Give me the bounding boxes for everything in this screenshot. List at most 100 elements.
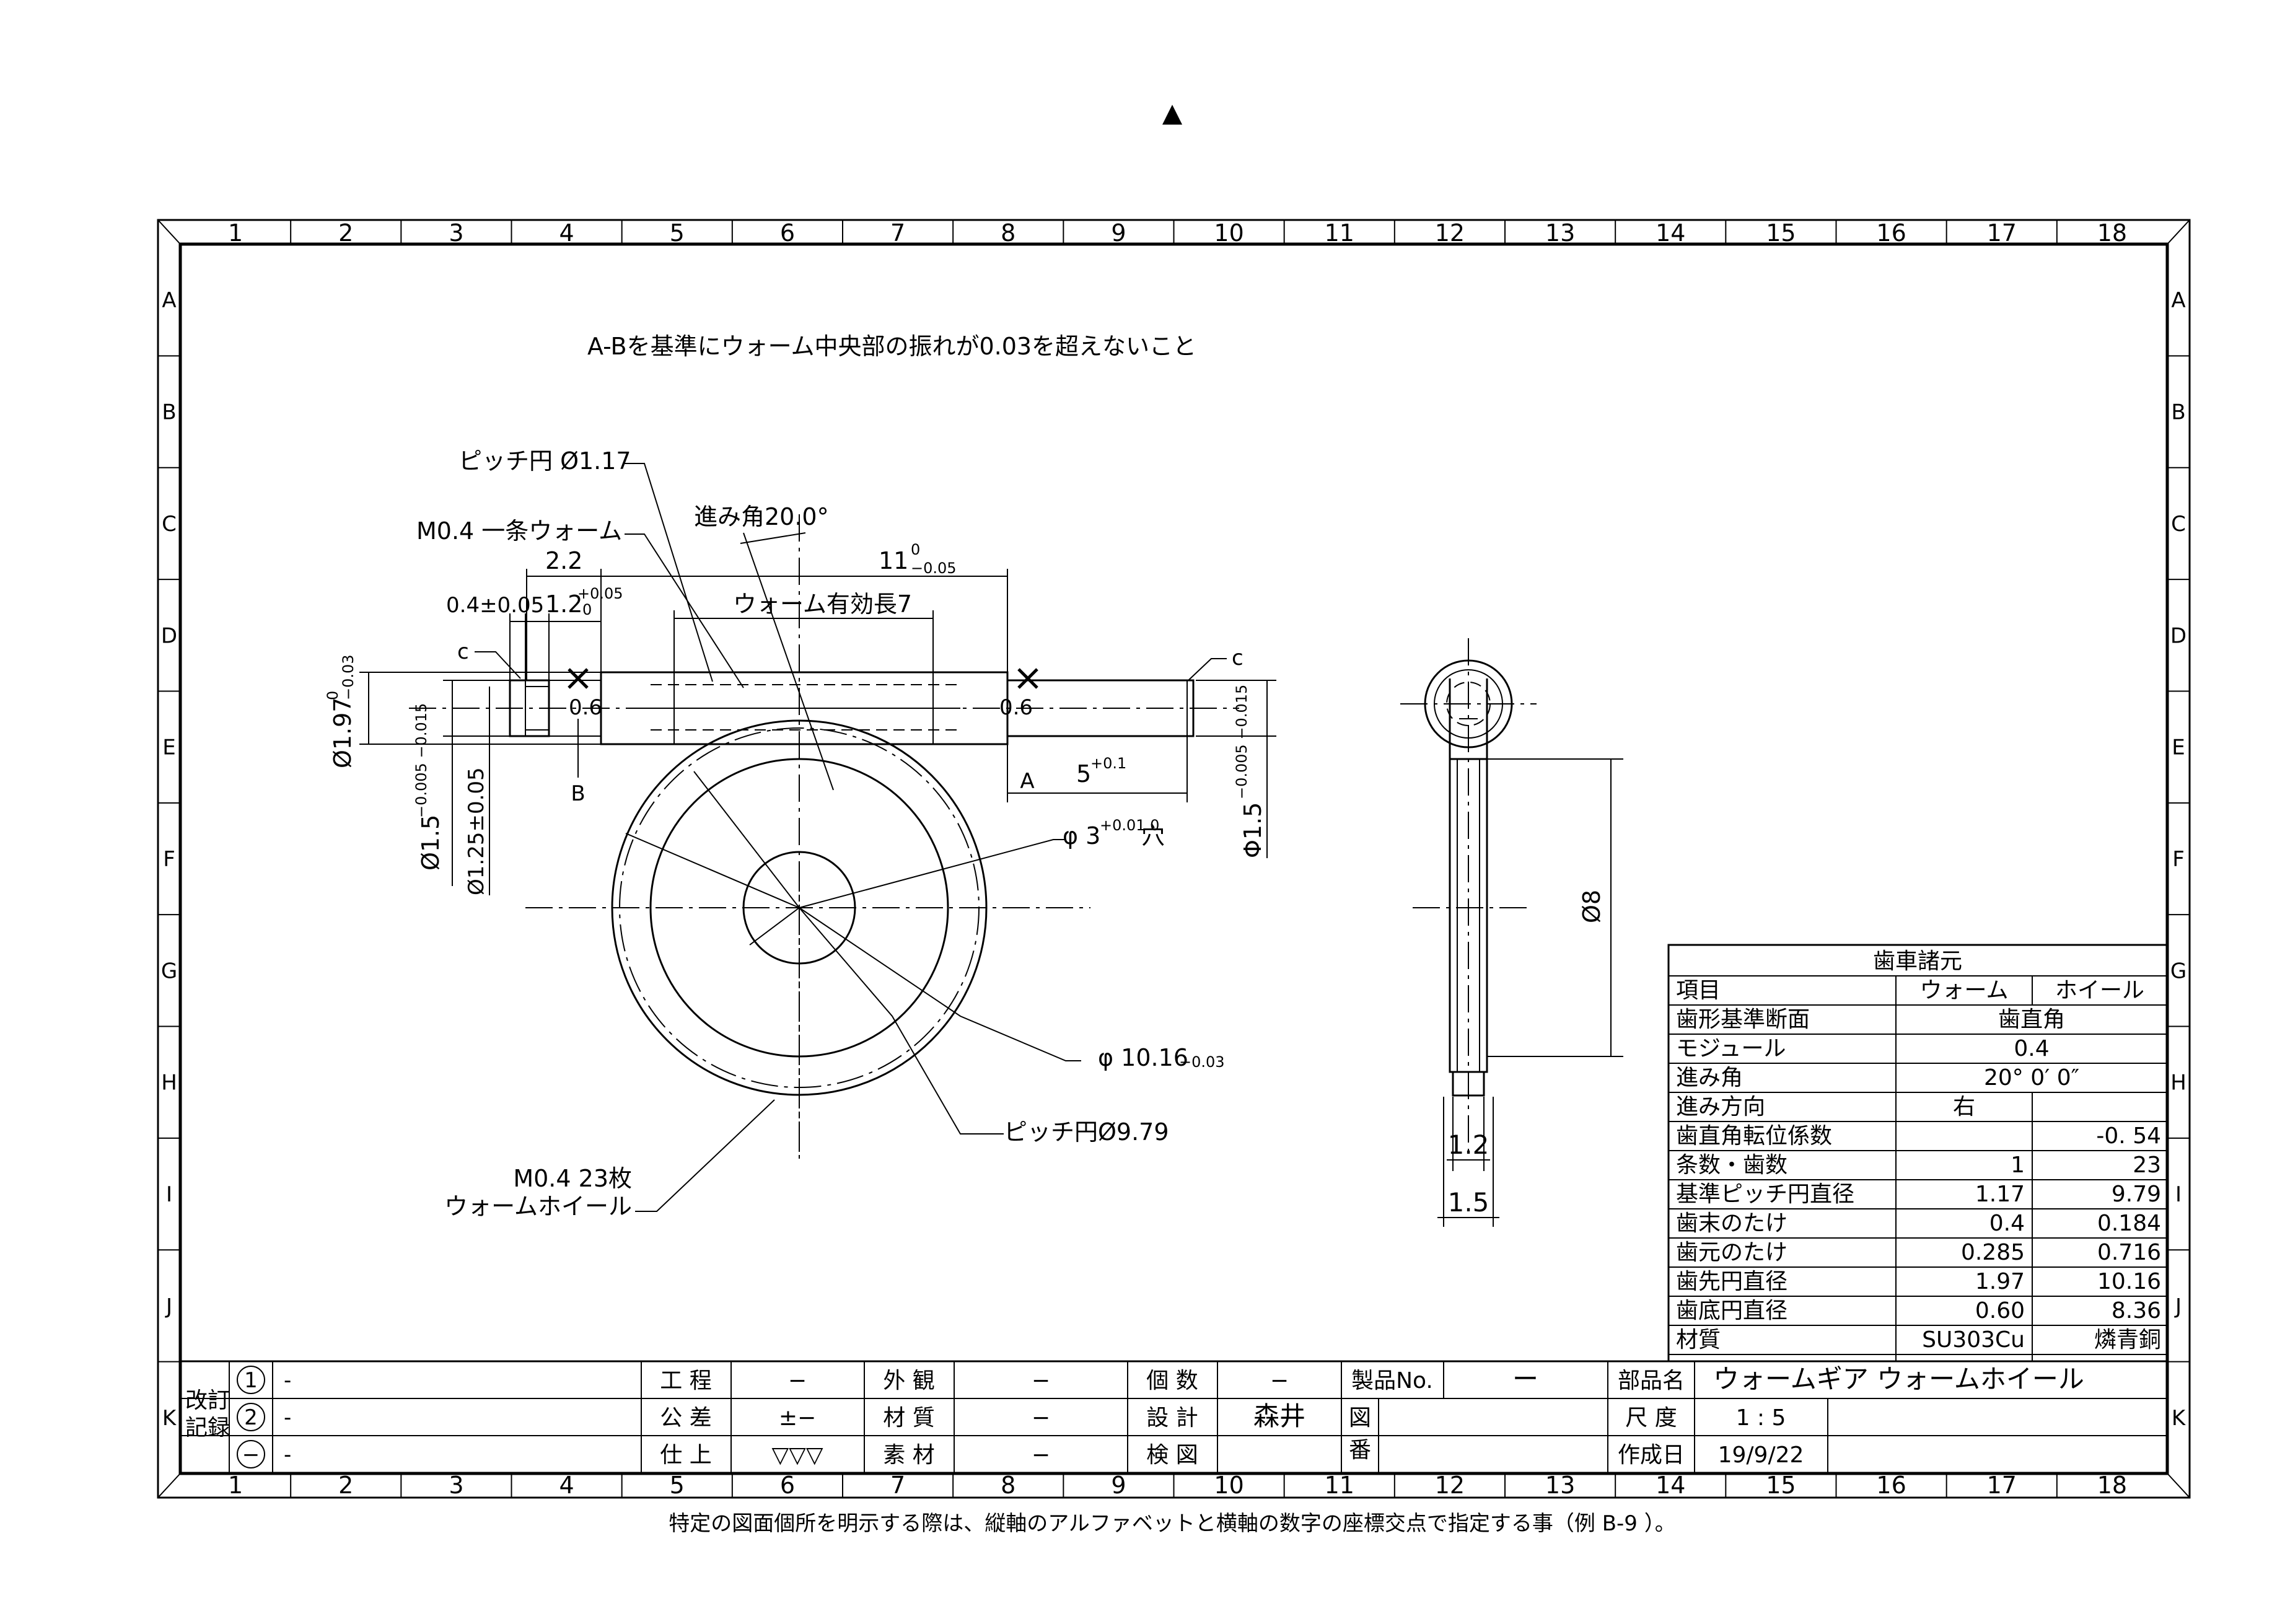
gear-row-wheel: -0. 54 xyxy=(2096,1123,2161,1149)
grid-row-right: E xyxy=(2172,735,2185,760)
wheel-side-view: Ø8 1.2 1.5 xyxy=(1400,638,1623,1227)
grid-col-bottom: 18 xyxy=(2097,1472,2127,1499)
grid-col-bottom: 3 xyxy=(449,1472,463,1499)
material-quality-label: 材 質 xyxy=(883,1405,934,1431)
gear-row-label: 歯末のたけ xyxy=(1676,1211,1787,1236)
grid-row-left: H xyxy=(161,1071,177,1095)
appearance-value: − xyxy=(1032,1368,1050,1394)
grid-col-bottom: 8 xyxy=(1001,1472,1015,1499)
grid-col-top: 3 xyxy=(449,219,463,247)
scale-value: 1 : 5 xyxy=(1736,1405,1786,1431)
grid-col-top: 4 xyxy=(559,219,574,247)
runout-note: A-Bを基準にウォーム中央部の振れが0.03を超えないこと xyxy=(587,333,1196,360)
wheel-bore-suffix: 穴 xyxy=(1141,822,1165,849)
worm-pitch-circle-label: ピッチ円 Ø1.17 xyxy=(458,447,631,475)
revision-mark-circle xyxy=(237,1366,265,1394)
gear-header-wheel: ホイール xyxy=(2055,978,2144,1003)
revision-mark-circle xyxy=(237,1440,265,1468)
revision-text: - xyxy=(284,1368,291,1393)
od-1-97-lower: −0.03 xyxy=(340,654,357,700)
gear-row-worm: 1 xyxy=(2011,1152,2025,1178)
grid-row-left: B xyxy=(162,400,176,425)
gear-row-worm: 0.285 xyxy=(1961,1240,2025,1265)
gear-row-worm: 20° 0′ 0″ xyxy=(1984,1065,2079,1091)
part-name-label: 部品名 xyxy=(1618,1368,1685,1394)
grid-col-bottom: 17 xyxy=(1987,1472,2017,1499)
grid-ticks xyxy=(158,220,2190,1498)
gear-row-wheel: 0.716 xyxy=(2097,1240,2161,1265)
grid-col-top: 11 xyxy=(1325,219,1354,247)
grid-row-right: B xyxy=(2171,400,2185,425)
grid-col-bottom: 6 xyxy=(780,1472,795,1499)
dim-11-lower: −0.05 xyxy=(911,560,957,577)
side-dia-label: Ø8 xyxy=(1578,890,1605,923)
dim-5-tol: +0.1 xyxy=(1090,755,1126,772)
chamfer-c-left: c xyxy=(457,639,469,664)
grid-row-right: H xyxy=(2170,1071,2186,1095)
gear-header-item: 項目 xyxy=(1676,978,1721,1003)
dim-1-2: 1.2 xyxy=(545,590,582,618)
dim-2-2: 2.2 xyxy=(545,547,582,574)
grid-col-top: 18 xyxy=(2097,219,2127,247)
process-label: 工 程 xyxy=(660,1368,711,1394)
gear-row-worm: 1.17 xyxy=(1975,1182,2025,1207)
wheel-front-view: φ 3 +0.01 0 穴 φ 10.16 −0.03 ピッチ円Ø9.79 M0… xyxy=(444,719,1225,1220)
quantity-label: 個 数 xyxy=(1146,1368,1198,1394)
grid-row-left: G xyxy=(161,959,177,983)
gear-row-label: 条数・歯数 xyxy=(1676,1152,1787,1178)
gear-row-worm: 0.60 xyxy=(1975,1298,2025,1323)
shaft-1-5-left-tol: −0.005 −0.015 xyxy=(413,703,430,818)
datum-cross-a xyxy=(1017,668,1038,689)
title-block: 改訂 記録 1-2-−- 工 程 − 公 差 ±− 仕 上 ▽▽▽ 外 観 − … xyxy=(179,1360,2169,1475)
wheel-bore-tol: +0.01 0 xyxy=(1100,817,1159,834)
gear-row-worm: 0.4 xyxy=(2014,1036,2049,1061)
grid-col-bottom: 15 xyxy=(1766,1472,1796,1499)
dim-5: 5 xyxy=(1076,760,1091,788)
wheel-name-line1: M0.4 23枚 xyxy=(513,1165,632,1192)
grid-col-bottom: 1 xyxy=(228,1472,243,1499)
gear-row-label: モジュール xyxy=(1676,1036,1786,1061)
design-label: 設 計 xyxy=(1146,1405,1198,1431)
drawing-no-label-2: 番 xyxy=(1349,1437,1371,1463)
gear-row-label: 進み角 xyxy=(1676,1065,1743,1091)
gear-row-wheel: 23 xyxy=(2133,1152,2161,1178)
process-value: − xyxy=(788,1368,807,1394)
gear-row-worm: 右 xyxy=(1953,1094,1975,1120)
gear-row-wheel: 0.184 xyxy=(2097,1211,2161,1236)
wheel-bore-label: φ 3 xyxy=(1063,822,1100,849)
outer-frame xyxy=(157,219,2191,1499)
gear-row-label: 歯形基準断面 xyxy=(1676,1007,1810,1032)
grid-row-left: E xyxy=(162,735,175,760)
od-1-97-upper: 0 xyxy=(324,691,341,700)
part-name-value: ウォームギア ウォームホイール xyxy=(1713,1364,2084,1394)
gear-row-label: 歯先円直径 xyxy=(1676,1269,1787,1294)
grid-col-top: 14 xyxy=(1656,219,1685,247)
side-width-1-5: 1.5 xyxy=(1448,1187,1489,1218)
material-value: − xyxy=(1032,1442,1050,1468)
wheel-pitch-label: ピッチ円Ø9.79 xyxy=(1004,1118,1169,1146)
grid-row-right: F xyxy=(2172,847,2185,872)
grid-row-left: K xyxy=(162,1406,177,1431)
grid-col-bottom: 10 xyxy=(1214,1472,1243,1499)
grid-col-top: 12 xyxy=(1435,219,1465,247)
grid-col-top: 2 xyxy=(338,219,353,247)
dim-1-2-upper: +0.05 xyxy=(577,585,623,602)
gear-row-wheel: 8.36 xyxy=(2112,1298,2161,1323)
revision-text: - xyxy=(284,1405,291,1430)
grid-col-bottom: 5 xyxy=(670,1472,685,1499)
grid-col-top: 9 xyxy=(1111,219,1126,247)
grid-col-top: 6 xyxy=(780,219,795,247)
date-label: 作成日 xyxy=(1618,1442,1685,1468)
gear-row-label: 進み方向 xyxy=(1676,1094,1765,1120)
worm-view: A-Bを基準にウォーム中央部の振れが0.03を超えないこと 0.6 0.6 B … xyxy=(324,333,1276,1165)
grid-row-left: J xyxy=(165,1294,172,1319)
appearance-label: 外 観 xyxy=(883,1368,934,1394)
grid-row-right: A xyxy=(2171,288,2185,313)
grid-col-top: 5 xyxy=(670,219,685,247)
shaft-1-5-right: Φ1.5 xyxy=(1239,802,1266,858)
dim-1-2-lower: 0 xyxy=(582,601,592,618)
grid-col-bottom: 12 xyxy=(1435,1472,1465,1499)
grid-row-right: K xyxy=(2172,1406,2186,1431)
